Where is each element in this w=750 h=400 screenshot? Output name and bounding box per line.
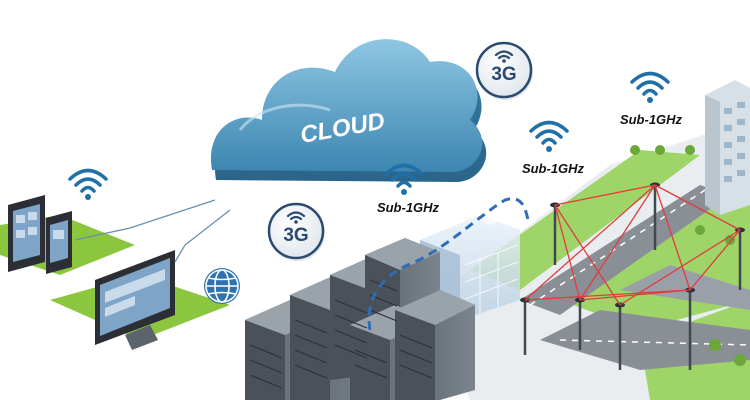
tall-building (705, 80, 750, 215)
backhaul-dashed-link (367, 197, 530, 331)
desktop-monitor (95, 250, 175, 350)
radio-band-label: Sub-1GHz (377, 200, 440, 215)
tablet-device (8, 195, 45, 272)
street-lights (523, 185, 742, 370)
client-devices (0, 195, 230, 350)
wifi-icon (384, 163, 424, 195)
server-racks (245, 238, 475, 400)
cloud-uplink-lines (74, 199, 231, 263)
badge-3g-label: 3G (283, 225, 308, 246)
smartphone-device (46, 211, 72, 274)
globe-icon (204, 268, 240, 304)
radio-band-label: Sub-1GHz (522, 161, 585, 176)
badge-3g-icon (267, 202, 325, 261)
mesh-network-links (524, 184, 741, 306)
radio-band-label: Sub-1GHz (620, 112, 683, 127)
wifi-icon (630, 71, 670, 103)
wifi-icon (68, 168, 108, 200)
badge-3g-label: 3G (491, 64, 516, 85)
wifi-icon (529, 120, 569, 152)
cloud-shape (210, 39, 487, 182)
badge-3g-icon (475, 41, 533, 100)
